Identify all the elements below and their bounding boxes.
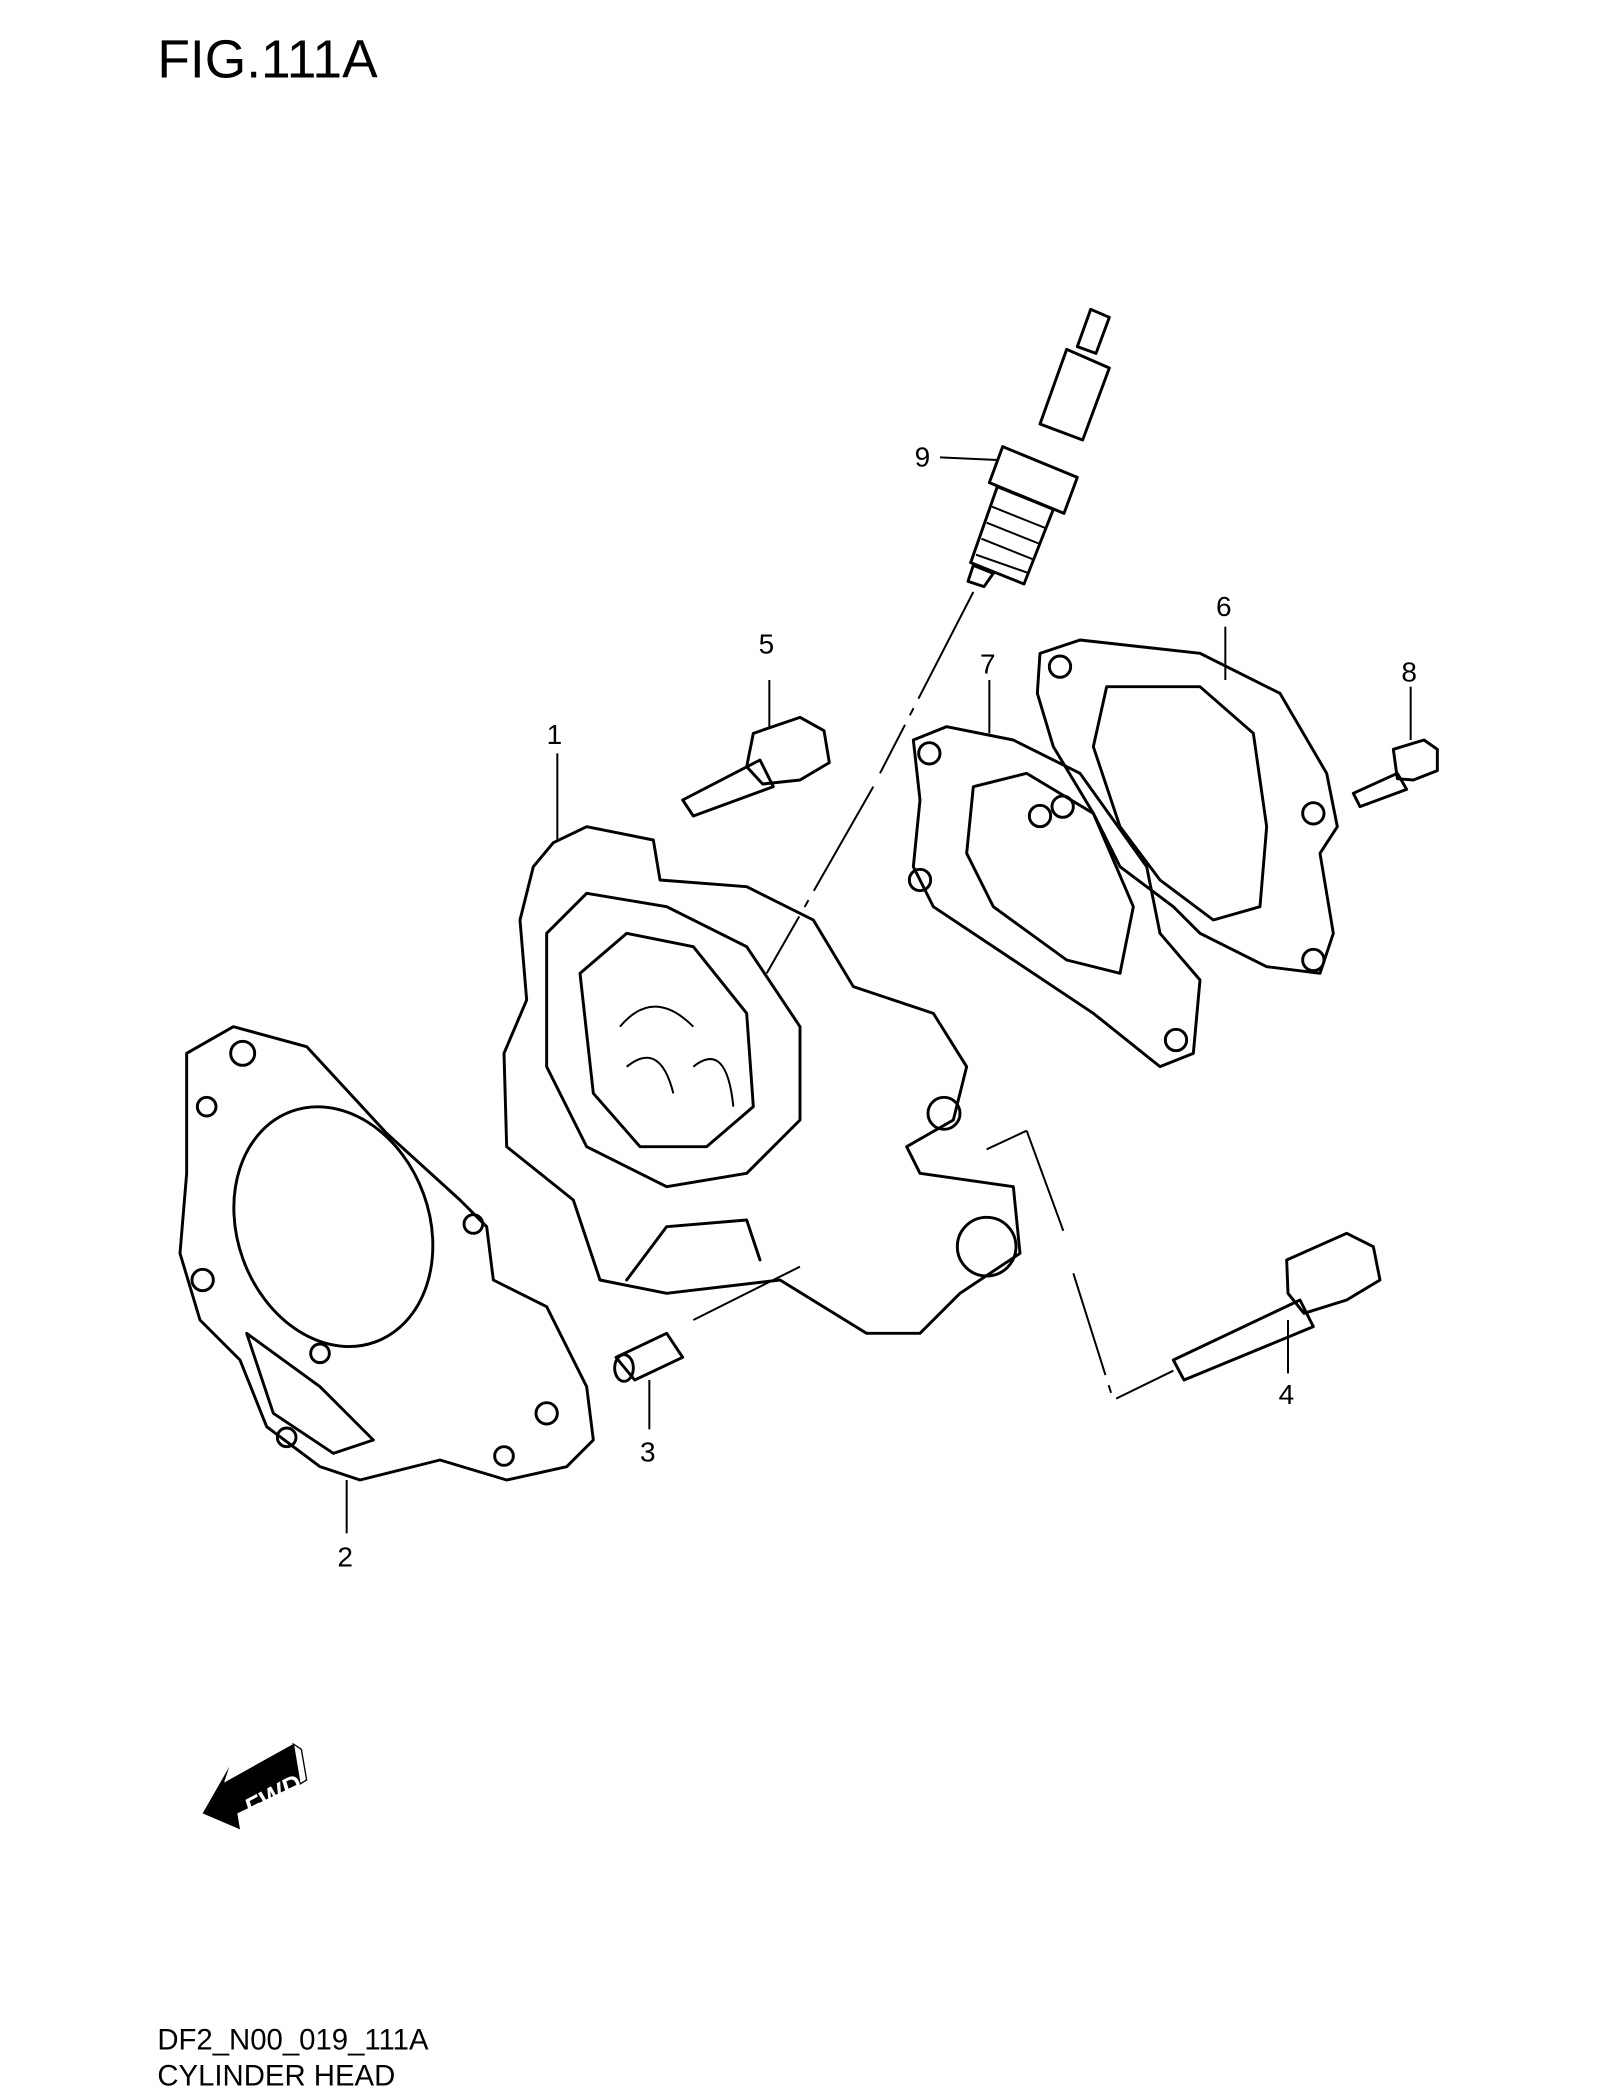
part-9-spark-plug: 9 xyxy=(765,307,1111,974)
part-2-gasket: 2 xyxy=(178,1025,595,1573)
part-6-cover: 6 xyxy=(1035,591,1339,975)
figure-name: CYLINDER HEAD xyxy=(157,2059,395,2092)
callout-4: 4 xyxy=(1279,1379,1295,1410)
callout-3: 3 xyxy=(640,1436,656,1467)
part-4-bolt: 4 xyxy=(986,1129,1382,1410)
part-1-cylinder-head: 1 xyxy=(502,719,1022,1335)
callout-5: 5 xyxy=(759,628,775,659)
callout-8: 8 xyxy=(1401,656,1417,687)
callout-1: 1 xyxy=(547,719,563,750)
callout-6: 6 xyxy=(1216,591,1232,622)
part-8-bolt: 8 xyxy=(1351,656,1439,809)
figure-code: DF2_N00_019_111A xyxy=(157,2023,429,2056)
callout-7: 7 xyxy=(980,648,996,679)
part-7-gasket: 7 xyxy=(907,648,1202,1069)
figure-title: FIG.111A xyxy=(157,30,378,89)
part-5-bolt: 5 xyxy=(681,628,831,818)
part-3-dowel-pin: 3 xyxy=(613,1265,801,1467)
callout-9: 9 xyxy=(915,442,931,473)
fwd-arrow-icon: FWD xyxy=(202,1742,308,1830)
callout-2: 2 xyxy=(337,1542,353,1573)
